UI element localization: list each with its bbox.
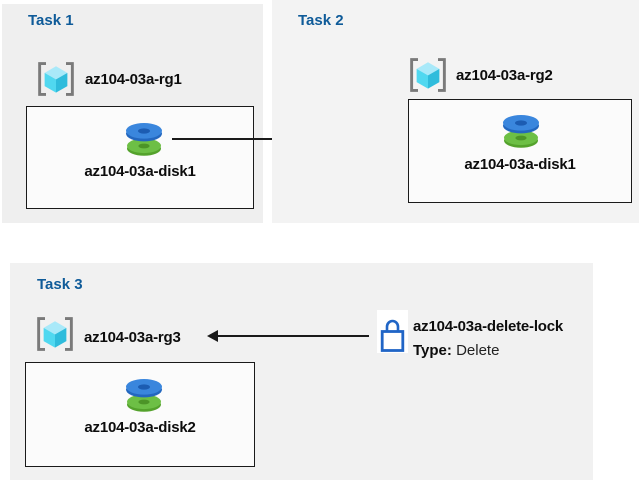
task3-title: Task 3: [37, 276, 83, 293]
lock-name-label: az104-03a-delete-lock: [413, 318, 564, 335]
disk-icon: [501, 113, 541, 154]
task2-resource-box: az104-03a-disk1: [408, 99, 632, 203]
lock-type-key: Type:: [413, 342, 452, 359]
resource-group-icon: [35, 315, 75, 358]
resource-group-icon: [36, 60, 76, 103]
disk-icon: [124, 121, 164, 162]
task2-disk-label: az104-03a-disk1: [464, 156, 576, 173]
lock-type-label: Type: Delete: [413, 342, 499, 359]
task3-resource-box: az104-03a-disk2: [25, 362, 255, 467]
lock-arrow-line: [217, 335, 369, 337]
task1-title: Task 1: [28, 12, 74, 29]
task1-resource-group-label: az104-03a-rg1: [85, 71, 182, 88]
disk-icon: [124, 377, 164, 418]
task3-resource-group-label: az104-03a-rg3: [84, 329, 181, 346]
lock-type-value: Delete: [456, 342, 500, 359]
lock-arrow-head-icon: [207, 330, 218, 342]
task3-disk-label: az104-03a-disk2: [84, 419, 196, 436]
task1-resource-box: az104-03a-disk1: [26, 106, 254, 209]
task2-resource-group-label: az104-03a-rg2: [456, 67, 553, 84]
lock-icon: [377, 310, 408, 353]
task1-disk-label: az104-03a-disk1: [84, 163, 196, 180]
task2-title: Task 2: [298, 12, 344, 29]
resource-group-icon: [408, 56, 448, 99]
